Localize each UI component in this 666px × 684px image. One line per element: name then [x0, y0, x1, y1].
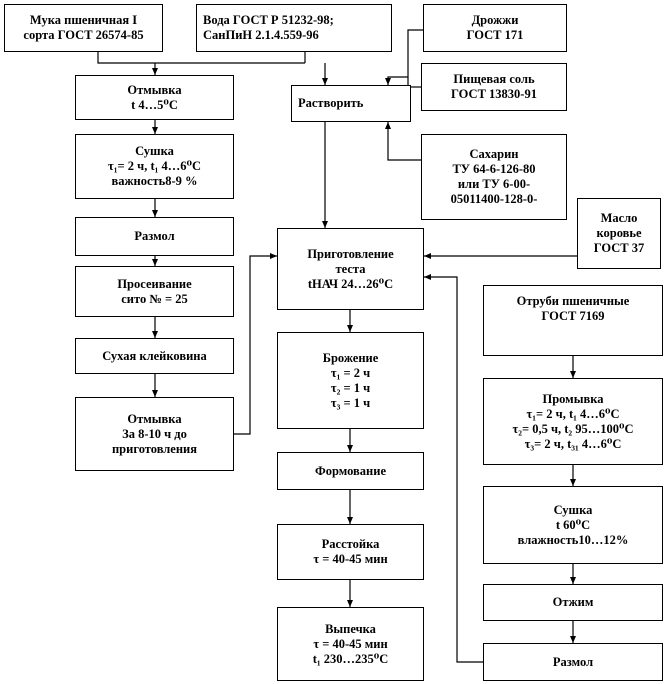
forming-line-1: Формование — [315, 463, 386, 478]
flour-line-2: сорта ГОСТ 26574-85 — [23, 28, 144, 42]
drying1-line-3: важность8-9 % — [111, 174, 198, 188]
proofing-box: Расстойка τ = 40-45 мин — [277, 524, 424, 580]
baking-line-3: t₁ 230…235⁰С — [312, 651, 389, 666]
weigh1-line-1: Отмывка — [127, 82, 182, 97]
dough-line-2: теста — [335, 261, 366, 276]
baking-line-1: Выпечка — [325, 621, 376, 636]
washing-line-4: τ₃= 2 ч, t₃₁ 4…6⁰С — [524, 436, 622, 451]
drying2-line-1: Сушка — [553, 502, 593, 517]
washing-line-1: Промывка — [542, 391, 604, 406]
weigh2-line-1: Отмывка — [127, 411, 182, 426]
proofing-line-2: τ = 40-45 мин — [313, 552, 388, 566]
sifting-line-1: Просеивание — [117, 276, 192, 291]
saccharin-line-4: 05011400-128-0- — [450, 192, 538, 206]
bran-line-1: Отруби пшеничные — [516, 294, 630, 308]
grinding2-box: Размол — [483, 643, 663, 681]
flour-box: Мука пшеничная I сорта ГОСТ 26574-85 — [4, 4, 163, 52]
arrow-flour-merge — [97, 52, 305, 64]
dough-line-1: Приготовление — [307, 246, 394, 261]
arrow-grinding2-dough — [424, 274, 483, 663]
fermentation-line-2: τ₁ = 2 ч — [330, 365, 371, 380]
bran-line-2: ГОСТ 7169 — [541, 309, 605, 323]
baking-box: Выпечка τ = 40-45 мин t₁ 230…235⁰С — [277, 607, 424, 681]
proofing-line-1: Расстойка — [321, 537, 380, 551]
saccharin-line-2: ТУ 64-6-126-80 — [452, 162, 536, 176]
dough-box: Приготовление теста tНАЧ 24…26⁰С — [277, 228, 424, 310]
forming-box: Формование — [277, 452, 424, 490]
yeast-line-2: ГОСТ 171 — [466, 28, 524, 42]
fermentation-box: Брожение τ₁ = 2 ч τ₂ = 1 ч τ₃ = 1 ч — [277, 332, 424, 429]
arrow-weigh2-dough — [234, 253, 277, 435]
butter-box: Масло коровье ГОСТ 37 — [577, 198, 661, 269]
dissolve-box: Растворить — [291, 85, 411, 122]
butter-line-3: ГОСТ 37 — [593, 241, 645, 255]
weigh2-line-2: За 8-10 ч до — [122, 426, 187, 441]
saccharin-line-3: или ТУ 6-00- — [457, 177, 531, 191]
salt-line-2: ГОСТ 13830-91 — [451, 87, 537, 101]
squeeze-box: Отжим — [483, 584, 663, 621]
water-line-1: Вода ГОСТ Р 51232-98; — [203, 13, 334, 27]
weigh1-box: Отмывка t 4…5⁰С — [75, 75, 234, 120]
saccharin-line-1: Сахарин — [469, 147, 519, 161]
washing-line-2: τ₁= 2 ч, t₁ 4…6⁰С — [526, 406, 620, 421]
baking-line-2: τ = 40-45 мин — [313, 636, 388, 651]
fermentation-line-3: τ₂ = 1 ч — [330, 380, 371, 395]
dry-gluten-box: Сухая клейковина — [75, 338, 234, 374]
drying2-box: Сушка t 60⁰С влажность10…12% — [483, 486, 663, 564]
weigh2-line-3: приготовления — [111, 441, 198, 456]
dough-line-3: tНАЧ 24…26⁰С — [307, 276, 394, 291]
arrow-saccharin-dissolve — [385, 122, 421, 161]
bran-box: Отруби пшеничные ГОСТ 7169 — [483, 285, 663, 356]
arrow-yeast-dissolve — [385, 29, 423, 85]
drying2-line-2: t 60⁰С — [555, 517, 591, 532]
butter-line-2: коровье — [596, 226, 642, 240]
dissolve-line-1: Растворить — [298, 96, 364, 110]
squeeze-line-1: Отжим — [552, 595, 594, 609]
washing-line-3: τ₂= 0,5 ч, t₂ 95…100⁰С — [512, 421, 634, 436]
dry-gluten-line-1: Сухая клейковина — [102, 348, 207, 363]
sifting-line-2: сито № = 25 — [121, 291, 188, 306]
salt-box: Пищевая соль ГОСТ 13830-91 — [421, 63, 567, 111]
salt-line-1: Пищевая соль — [453, 72, 535, 86]
weigh2-box: Отмывка За 8-10 ч до приготовления — [75, 397, 234, 471]
drying2-line-3: влажность10…12% — [517, 532, 629, 547]
sifting-box: Просеивание сито № = 25 — [75, 266, 234, 317]
yeast-box: Дрожжи ГОСТ 171 — [423, 4, 567, 52]
drying1-line-1: Сушка — [135, 144, 174, 158]
grinding1-box: Размол — [75, 217, 234, 256]
water-box: Вода ГОСТ Р 51232-98; СанПиН 2.1.4.559-9… — [196, 4, 392, 52]
saccharin-box: Сахарин ТУ 64-6-126-80 или ТУ 6-00- 0501… — [421, 134, 567, 220]
drying1-box: Сушка τ₁= 2 ч, t₁ 4…6⁰С важность8-9 % — [75, 134, 234, 199]
grinding1-line-1: Размол — [134, 229, 175, 243]
grinding2-line-1: Размол — [552, 654, 594, 669]
weigh1-line-2: t 4…5⁰С — [131, 97, 178, 112]
flour-line-1: Мука пшеничная I — [29, 13, 138, 27]
yeast-line-1: Дрожжи — [471, 13, 519, 27]
butter-line-1: Масло — [600, 211, 638, 225]
water-line-2: СанПиН 2.1.4.559-96 — [203, 28, 319, 42]
drying1-line-2: τ₁= 2 ч, t₁ 4…6⁰С — [108, 159, 201, 173]
fermentation-line-4: τ₃ = 1 ч — [330, 395, 371, 410]
washing-box: Промывка τ₁= 2 ч, t₁ 4…6⁰С τ₂= 0,5 ч, t₂… — [483, 378, 663, 465]
fermentation-line-1: Брожение — [322, 350, 379, 365]
